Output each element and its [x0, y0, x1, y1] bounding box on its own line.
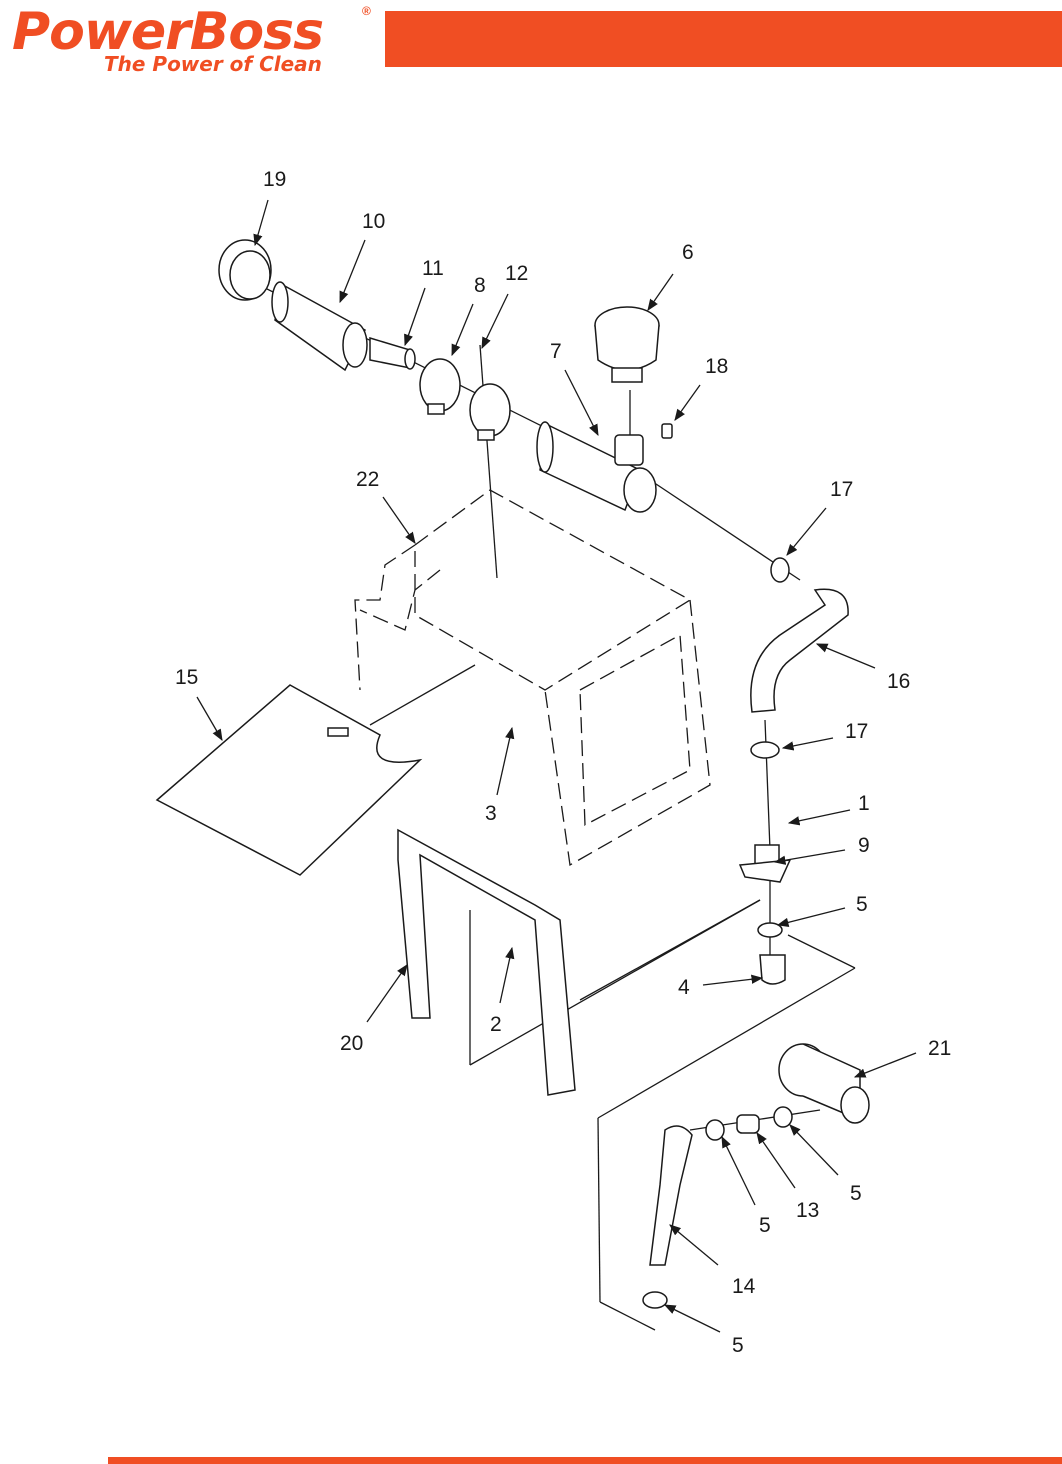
callout-12: 12: [505, 262, 528, 285]
logo-tagline: The Power of Clean: [104, 52, 322, 76]
part-6-precleaner: [594, 306, 660, 383]
powerboss-logo: PowerBoss ® The Power of Clean: [12, 2, 382, 78]
part-17-clamp-upper: [770, 557, 790, 583]
part-15-cover-panel: [155, 684, 423, 876]
part-7-air-cleaner-housing: [536, 421, 657, 513]
part-16-hose: [750, 588, 849, 713]
callout-20: 20: [340, 1032, 363, 1055]
callout-6: 6: [682, 241, 694, 264]
callout-leaders: [196, 199, 917, 1333]
callout-2: 2: [490, 1013, 502, 1036]
callout-9: 9: [858, 834, 870, 857]
part-21-air-cleaner: [778, 1043, 870, 1124]
part-18-restriction-indicator: [661, 423, 673, 439]
part-5-clamp: [757, 922, 783, 938]
callout-5-right: 5: [850, 1182, 862, 1205]
part-17-clamp-lower: [750, 741, 780, 759]
callout-5-upper: 5: [856, 893, 868, 916]
callout-19: 19: [263, 168, 286, 191]
callout-13: 13: [796, 1199, 819, 1222]
callout-14: 14: [732, 1275, 756, 1298]
callout-15: 15: [175, 666, 198, 689]
part-5-clamp-b: [773, 1106, 793, 1128]
header-bar: [385, 11, 1062, 67]
callout-10: 10: [362, 210, 385, 233]
callout-4: 4: [678, 976, 690, 999]
part-22-shroud: [354, 489, 711, 867]
callout-7: 7: [550, 340, 562, 363]
callout-18: 18: [705, 355, 728, 378]
callout-22: 22: [356, 468, 379, 491]
part-4-elbow: [759, 954, 786, 985]
part-9-adapter-plate: [738, 844, 792, 883]
footer-bar: [108, 1457, 1062, 1464]
callout-17-lower: 17: [845, 720, 868, 743]
part-13-coupler: [736, 1114, 760, 1134]
callout-5-bottom: 5: [732, 1334, 744, 1357]
registered-mark: ®: [362, 4, 371, 18]
part-5-clamp-c: [642, 1291, 668, 1309]
callout-8: 8: [474, 274, 486, 297]
callout-17-upper: 17: [830, 478, 853, 501]
callout-1: 1: [858, 792, 870, 815]
callout-11: 11: [422, 257, 444, 280]
part-10-filter-element: [271, 281, 368, 372]
callout-16: 16: [887, 670, 910, 693]
part-8-band-clamps: [419, 358, 511, 441]
part-11-inner-element: [369, 336, 416, 370]
callout-labels: 19 10 11 8 12 6 7 18 22 17 16 15 17 3 1 …: [175, 168, 951, 1357]
callout-5-middle: 5: [759, 1214, 771, 1237]
logo-wordmark: PowerBoss: [12, 2, 324, 62]
part-19-filter-cap: [218, 239, 272, 301]
callout-21: 21: [928, 1037, 951, 1060]
callout-3: 3: [485, 802, 497, 825]
part-14-hose: [649, 1125, 693, 1266]
part-5-clamp-a: [705, 1119, 725, 1141]
